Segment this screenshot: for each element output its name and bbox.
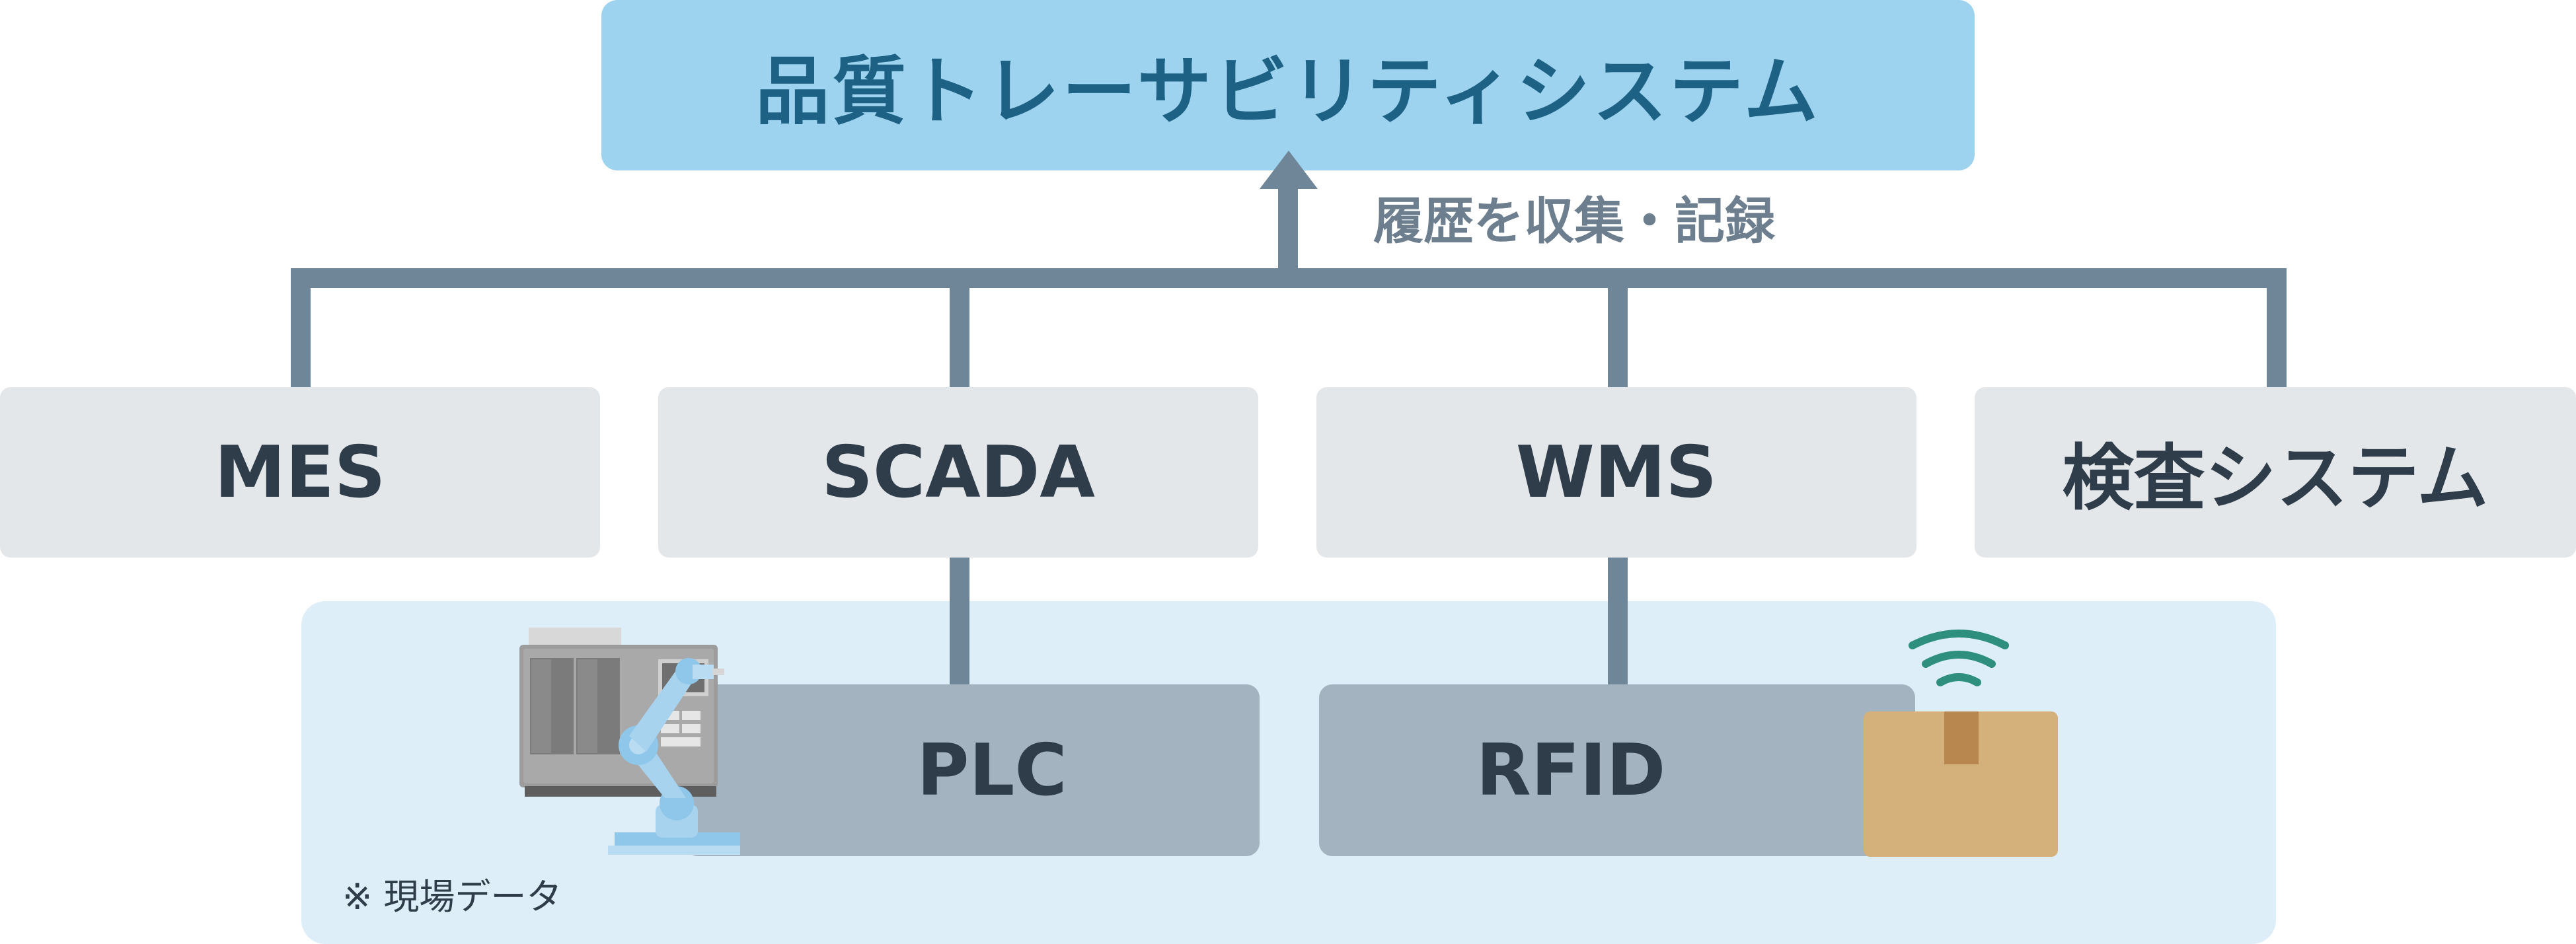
traceability-system-box: 品質トレーサビリティシステム (601, 0, 1975, 170)
wireless-signal-icon (1909, 630, 2009, 686)
collect-record-label: 履歴を収集・記録 (1373, 192, 1775, 250)
connector-bus (291, 268, 2287, 288)
system-label-wms: WMS (1515, 431, 1718, 514)
device-box-rfid: RFID (1319, 684, 1915, 856)
connector-wms-rfid (1608, 558, 1628, 687)
system-label-scada: SCADA (821, 431, 1095, 514)
system-box-wms: WMS (1316, 387, 1916, 558)
system-box-scada: SCADA (658, 387, 1258, 558)
connector-wms (1608, 268, 1628, 390)
system-label-inspection: 検査システム (2062, 437, 2489, 520)
connector-scada-plc (950, 558, 969, 687)
arrow-stem (1278, 185, 1298, 279)
device-label-plc: PLC (917, 729, 1067, 812)
field-data-note: ※ 現場データ (342, 876, 562, 918)
connector-scada (950, 268, 969, 390)
cardboard-box-icon (1864, 630, 2058, 857)
traceability-system-title: 品質トレーサビリティシステム (755, 49, 1821, 135)
arrow-up-icon (1260, 151, 1318, 189)
system-box-inspection: 検査システム (1975, 387, 2576, 558)
connector-mes (291, 268, 311, 390)
device-box-plc: PLC (685, 684, 1260, 856)
system-box-mes: MES (0, 387, 600, 558)
robot-arm-machine-icon (519, 628, 740, 855)
connector-inspection (2267, 268, 2287, 390)
system-label-mes: MES (214, 431, 386, 514)
device-label-rfid: RFID (1476, 729, 1666, 812)
